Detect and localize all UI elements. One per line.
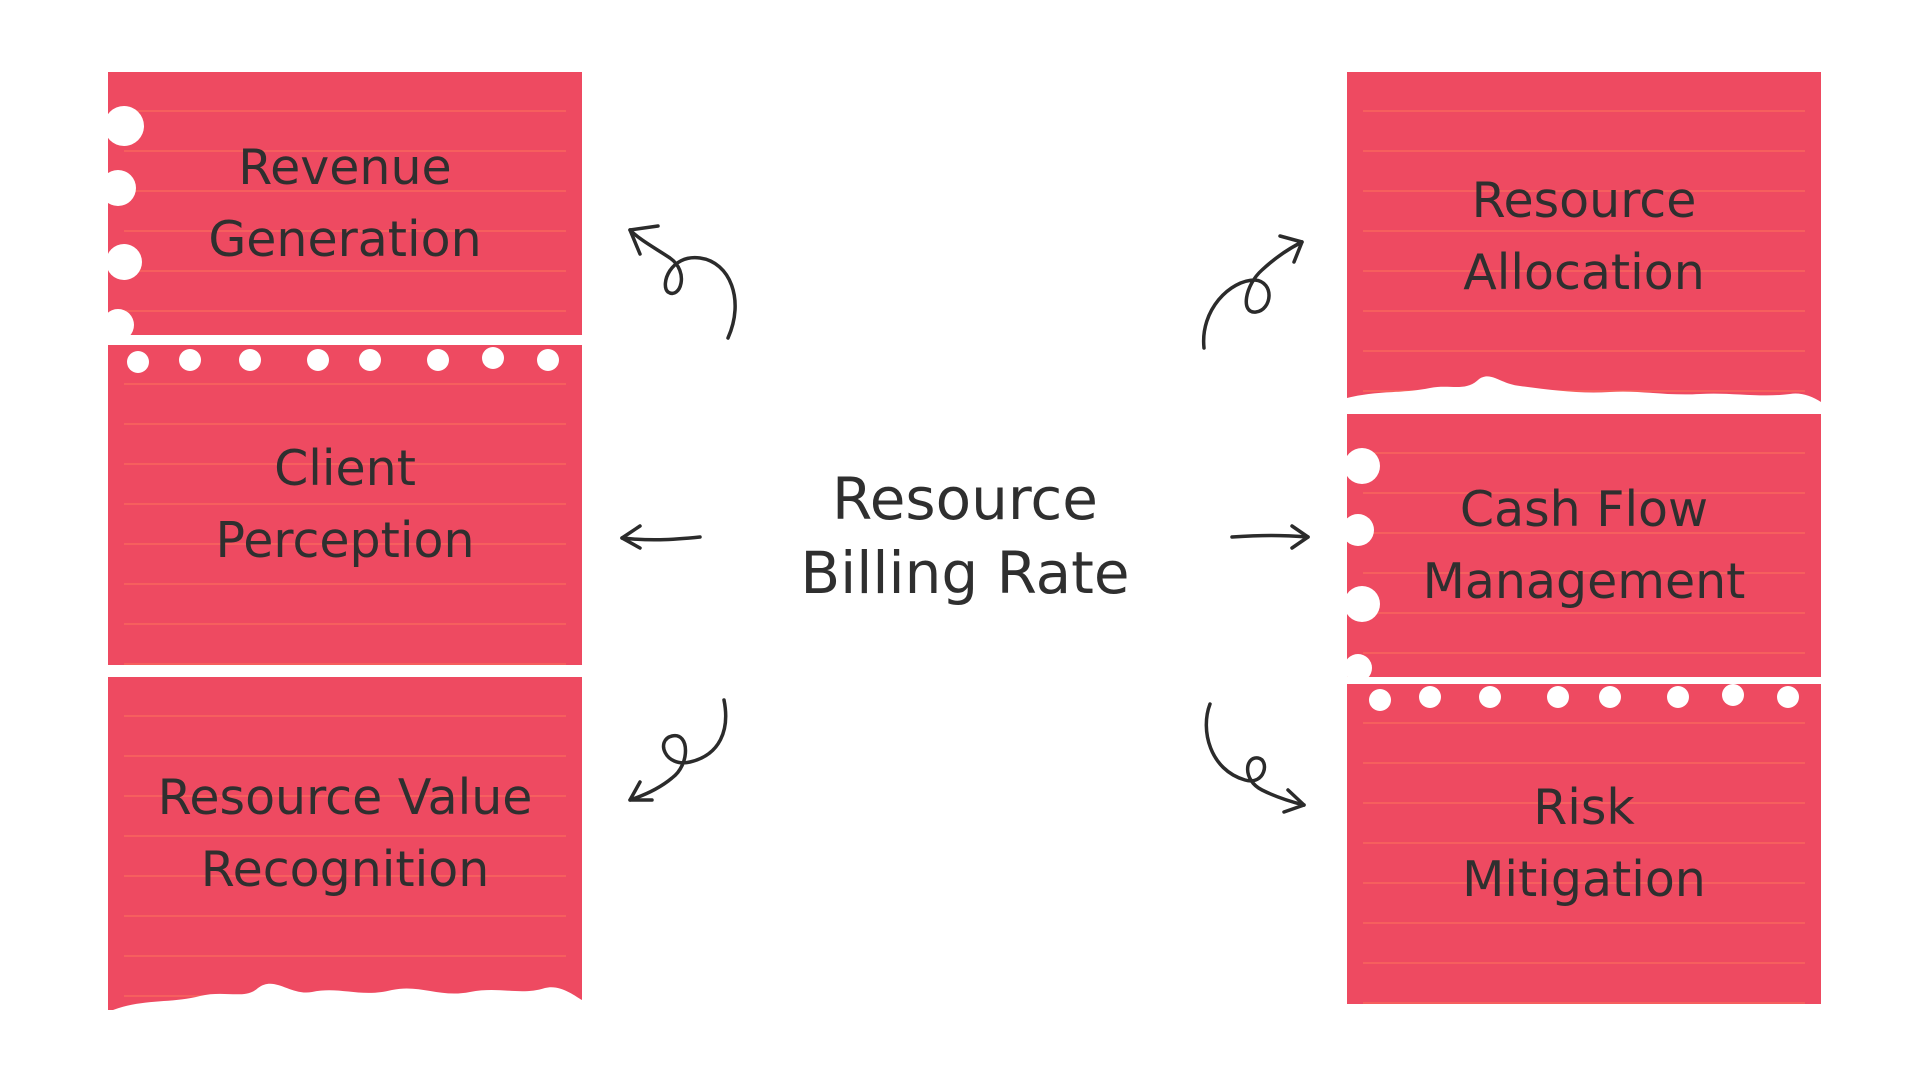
binder-hole bbox=[1722, 684, 1744, 706]
binder-hole bbox=[1479, 686, 1501, 708]
note-label: Resource Allocation bbox=[1463, 165, 1705, 309]
torn-edges bbox=[100, 106, 1821, 1020]
note-label: Client Perception bbox=[215, 433, 474, 577]
binder-hole bbox=[427, 349, 449, 371]
binder-hole bbox=[1777, 686, 1799, 708]
arrow-left-icon bbox=[620, 524, 702, 550]
binder-hole bbox=[1369, 689, 1391, 711]
binder-hole bbox=[307, 349, 329, 371]
arrow-right-icon bbox=[1230, 524, 1310, 550]
note-label: Revenue Generation bbox=[208, 132, 481, 276]
curly-arrow-icon bbox=[1204, 702, 1306, 814]
binder-hole bbox=[1344, 586, 1380, 622]
note-label: Risk Mitigation bbox=[1462, 772, 1706, 916]
center-title: Resource Billing Rate bbox=[780, 462, 1150, 610]
note-label-line2: Allocation bbox=[1463, 244, 1705, 301]
note-label-line1: Resource Value bbox=[157, 768, 533, 826]
binder-hole bbox=[482, 347, 504, 369]
center-title-line1: Resource bbox=[832, 465, 1098, 533]
note-label-line1: Cash Flow bbox=[1459, 480, 1709, 538]
torn-edge bbox=[1347, 376, 1821, 410]
note-label-line1: Revenue bbox=[238, 138, 452, 196]
binder-hole bbox=[537, 349, 559, 371]
binder-hole bbox=[1344, 448, 1380, 484]
binder-hole bbox=[179, 349, 201, 371]
note-label-line1: Client bbox=[274, 440, 416, 497]
curly-arrow-icon bbox=[628, 698, 728, 802]
binder-hole bbox=[106, 244, 142, 280]
note-label: Resource Value Recognition bbox=[158, 762, 533, 906]
binder-hole bbox=[239, 349, 261, 371]
center-title-line2: Billing Rate bbox=[800, 539, 1130, 607]
binder-hole bbox=[1344, 654, 1372, 682]
note-label-line1: Risk bbox=[1533, 779, 1635, 836]
curly-arrow-icon bbox=[1201, 234, 1304, 350]
binder-hole bbox=[1667, 686, 1689, 708]
note-label-line2: Generation bbox=[208, 210, 482, 268]
note-label: Cash Flow Management bbox=[1423, 474, 1746, 618]
note-label-line2: Management bbox=[1422, 552, 1746, 610]
binder-hole bbox=[1342, 514, 1374, 546]
note-label-line2: Recognition bbox=[200, 840, 490, 898]
binder-hole bbox=[104, 106, 144, 146]
binder-hole bbox=[1419, 686, 1441, 708]
note-label-line1: Resource bbox=[1471, 172, 1697, 229]
binder-hole bbox=[100, 170, 136, 206]
binder-hole bbox=[359, 349, 381, 371]
note-label-line2: Perception bbox=[215, 512, 475, 569]
note-label-line2: Mitigation bbox=[1462, 851, 1706, 908]
torn-edge bbox=[108, 983, 582, 1020]
binder-hole bbox=[127, 351, 149, 373]
binder-hole bbox=[102, 309, 134, 341]
curly-arrow-icon bbox=[628, 224, 737, 340]
binder-hole bbox=[1547, 686, 1569, 708]
binder-hole bbox=[1599, 686, 1621, 708]
